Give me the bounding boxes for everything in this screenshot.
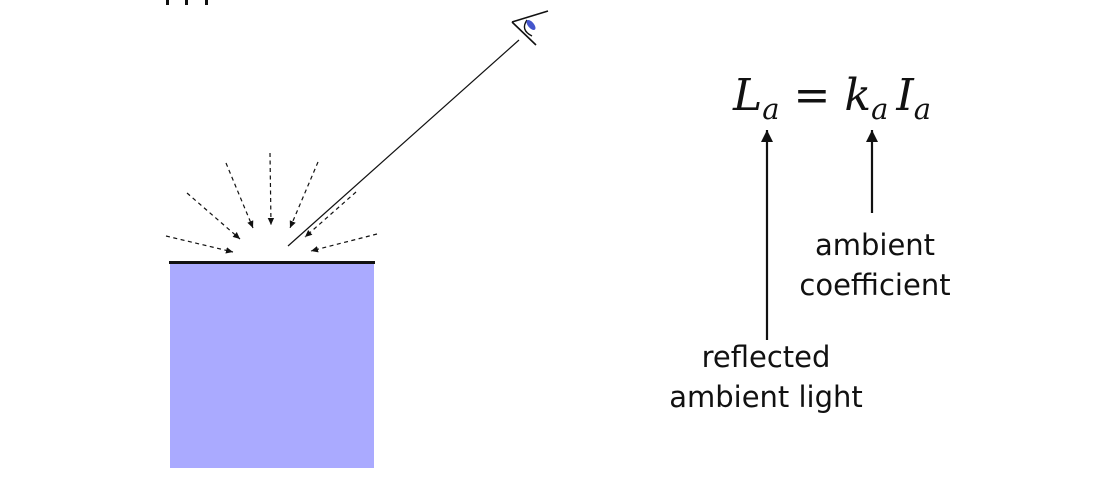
ambient-ray [267, 152, 275, 226]
ambient-ray [165, 235, 234, 254]
reflected-ambient-light-label: reflected ambient light [650, 337, 882, 417]
equation-equals: = [793, 70, 831, 121]
ambient-coefficient-label-line1: ambient [814, 228, 936, 262]
reflected-ray [287, 39, 520, 247]
equation-lhs-subscript: a [762, 92, 780, 126]
eye-icon [511, 10, 549, 46]
ambient-ray [225, 162, 254, 229]
equation-intensity-symbol: I [896, 70, 914, 121]
equation-lhs-symbol: L [733, 70, 763, 121]
ambient-ray [186, 192, 241, 240]
equation-coef-subscript: a [871, 92, 889, 126]
ambient-light-rays [165, 152, 378, 254]
surface-block [170, 263, 374, 468]
ambient-coefficient-label-line2: coefficient [799, 268, 951, 302]
ambient-ray [304, 191, 357, 238]
eye-pupil [526, 20, 536, 30]
ambient-ray [310, 233, 378, 253]
ambient-coefficient-label: ambient coefficient [780, 225, 970, 305]
equation-coef-symbol: k [844, 70, 872, 121]
reflected-ambient-light-label-line2: ambient light [669, 380, 863, 414]
ambient-ray [289, 161, 319, 229]
cropped-text-fragment [166, 0, 208, 5]
reflected-ambient-light-label-line1: reflected [701, 340, 831, 374]
equation-intensity-subscript: a [913, 92, 932, 126]
